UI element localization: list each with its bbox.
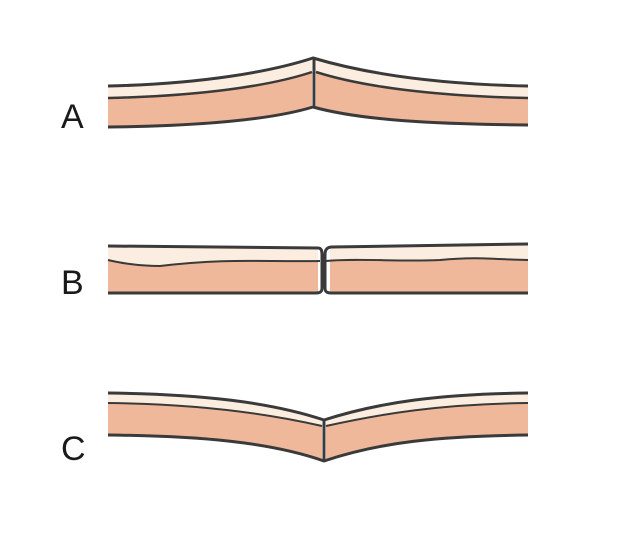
panel-c-label: C bbox=[61, 430, 86, 468]
panel-b-left-outline bbox=[107, 244, 324, 295]
panel-c-left-outer bbox=[108, 393, 322, 426]
panel-b-shape bbox=[107, 242, 529, 295]
panel-a-left-outer bbox=[108, 58, 312, 98]
panel-b-right-inner bbox=[330, 258, 528, 292]
panel-b-right-mid-outline bbox=[325, 257, 529, 262]
panel-c-shape bbox=[107, 391, 529, 463]
panel-b-label: B bbox=[61, 264, 84, 302]
panel-b-left-outer bbox=[108, 246, 318, 266]
panel-a-right-outer bbox=[316, 58, 528, 98]
panel-b-left-inner bbox=[108, 260, 318, 292]
panel-b-left-mid-outline bbox=[107, 259, 321, 268]
panel-c-mid-outline bbox=[107, 402, 529, 427]
panel-a-shape bbox=[107, 56, 529, 129]
panel-c-right-outer bbox=[326, 393, 528, 426]
panel-a-mid-outline bbox=[107, 70, 529, 100]
panel-b-right-outline bbox=[323, 242, 529, 295]
panel-b-right-outer bbox=[330, 244, 528, 261]
panel-a-label: A bbox=[61, 98, 84, 136]
